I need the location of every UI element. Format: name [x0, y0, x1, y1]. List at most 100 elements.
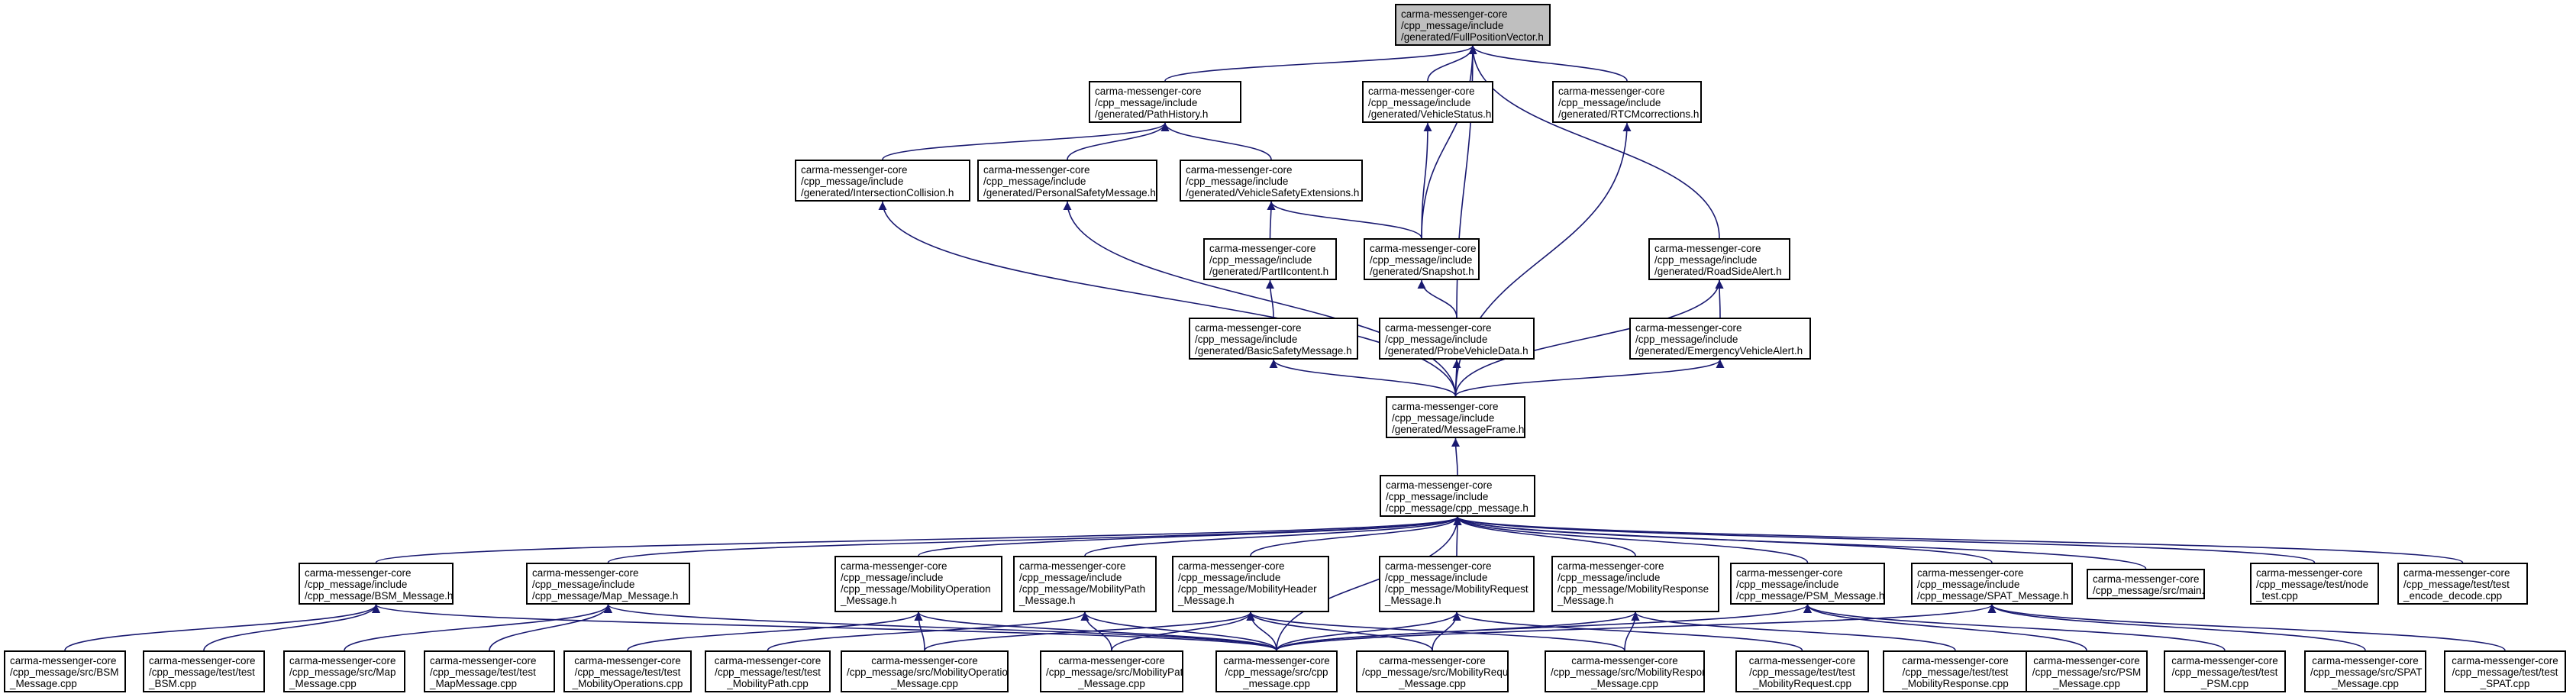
node-label-line: carma-messenger-core [1386, 479, 1493, 491]
node-label-line: _SPAT.cpp [2480, 678, 2530, 689]
node-cpph[interactable]: carma-messenger-core/cpp_message/include… [1380, 475, 1535, 517]
edge-pathhistory-to-fpv [1164, 45, 1477, 82]
edge-snapshot-to-fpv [1421, 45, 1477, 239]
node-label-line: _Message.cpp [1591, 678, 1658, 689]
node-testspat[interactable]: carma-messenger-core/cpp_message/test/te… [2444, 650, 2566, 692]
edge-snapshot-to-vse [1267, 201, 1422, 239]
node-psmcpp[interactable]: carma-messenger-core/cpp_message/src/PSM… [2026, 650, 2148, 692]
node-testpsm[interactable]: carma-messenger-core/cpp_message/test/te… [2164, 650, 2286, 692]
node-label-line: /cpp_message/MobilityResponse [1558, 583, 1709, 595]
node-label-line: /cpp_message/src/MobilityPath [1046, 666, 1183, 678]
node-spath[interactable]: carma-messenger-core/cpp_message/include… [1911, 563, 2073, 605]
node-mreqcpp[interactable]: carma-messenger-core/cpp_message/src/Mob… [1356, 650, 1509, 692]
node-label-line: _Message.cpp [10, 678, 77, 689]
node-mapcpp[interactable]: carma-messenger-core/cpp_message/src/Map… [283, 650, 405, 692]
node-snapshot[interactable]: carma-messenger-core/cpp_message/include… [1364, 238, 1480, 280]
edge-roadside-to-fpv [1468, 45, 1720, 239]
node-label-line: carma-messenger-core [1635, 322, 1742, 334]
node-label-line: /cpp_message/test/test [715, 666, 821, 678]
node-testmops[interactable]: carma-messenger-core/cpp_message/test/te… [563, 650, 692, 692]
node-maph[interactable]: carma-messenger-core/cpp_message/include… [526, 563, 690, 605]
node-mopsh[interactable]: carma-messenger-core/cpp_message/include… [834, 556, 1002, 612]
node-label-line: carma-messenger-core [1209, 243, 1316, 254]
node-label-line: carma-messenger-core [1385, 560, 1492, 572]
node-label-line: _Message.cpp [891, 678, 958, 689]
node-nodetest[interactable]: carma-messenger-core/cpp_message/test/no… [2250, 563, 2379, 605]
node-mpathh[interactable]: carma-messenger-core/cpp_message/include… [1013, 556, 1157, 612]
node-mreqh[interactable]: carma-messenger-core/cpp_message/include… [1379, 556, 1535, 612]
node-intersection[interactable]: carma-messenger-core/cpp_message/include… [795, 160, 970, 202]
edge-testpsm-to-psmh [1803, 604, 2226, 651]
node-roadside[interactable]: carma-messenger-core/cpp_message/include… [1648, 238, 1790, 280]
node-bsmh[interactable]: carma-messenger-core/cpp_message/include… [299, 563, 454, 605]
node-personalsafety[interactable]: carma-messenger-core/cpp_message/include… [977, 160, 1157, 202]
node-testbsm[interactable]: carma-messenger-core/cpp_message/test/te… [143, 650, 265, 692]
node-probe[interactable]: carma-messenger-core/cpp_message/include… [1379, 318, 1535, 360]
node-label-line: /cpp_message/include [1558, 572, 1661, 583]
node-testmreq[interactable]: carma-messenger-core/cpp_message/test/te… [1735, 650, 1869, 692]
node-mheadh[interactable]: carma-messenger-core/cpp_message/include… [1172, 556, 1329, 612]
node-label-line: carma-messenger-core [841, 560, 947, 572]
node-label-line: /cpp_message/test/test [574, 666, 681, 678]
node-emergency[interactable]: carma-messenger-core/cpp_message/include… [1629, 318, 1811, 360]
edge-snapshot-to-vehiclestatus [1421, 122, 1432, 239]
node-label-line: /cpp_message/src/MobilityResponse [1551, 666, 1705, 678]
edge-partii-to-vse [1267, 201, 1276, 239]
node-pathhistory[interactable]: carma-messenger-core/cpp_message/include… [1089, 81, 1241, 123]
node-vse[interactable]: carma-messenger-core/cpp_message/include… [1180, 160, 1363, 202]
node-label-line: carma-messenger-core [305, 567, 412, 579]
edge-psmh-to-cpph [1453, 516, 1809, 563]
node-label-line: /cpp_message/include [305, 579, 408, 590]
edge-msgframe-to-emergency [1454, 359, 1725, 397]
node-label-line: /cpp_message/src/PSM [2032, 666, 2142, 678]
edge-mpathcpp-to-mheadh [1111, 611, 1255, 651]
node-label-line: carma-messenger-core [2033, 655, 2140, 666]
node-testmpath[interactable]: carma-messenger-core/cpp_message/test/te… [705, 650, 831, 692]
node-label-line: /cpp_message/test/node [2256, 579, 2369, 590]
edge-msgframe-to-intersection [878, 201, 1457, 397]
edge-spatcpp-to-spath [1987, 604, 2366, 651]
node-msgframe[interactable]: carma-messenger-core/cpp_message/include… [1386, 396, 1525, 438]
node-label-line: carma-messenger-core [532, 567, 639, 579]
edge-mpathh-to-cpph [1084, 516, 1462, 557]
node-cppcpp[interactable]: carma-messenger-core/cpp_message/src/cpp… [1215, 650, 1338, 692]
node-label-line: /cpp_message/include [1392, 412, 1495, 424]
edge-bsmcpp-to-bsmh [64, 604, 380, 651]
node-label-line: _Message.h [1558, 595, 1614, 606]
node-fpv: carma-messenger-core/cpp_message/include… [1395, 4, 1551, 46]
node-testmresp[interactable]: carma-messenger-core/cpp_message/test/te… [1883, 650, 2028, 692]
node-label-line: _test.cpp [2256, 590, 2298, 602]
node-vehiclestatus[interactable]: carma-messenger-core/cpp_message/include… [1362, 81, 1493, 123]
node-label-line: carma-messenger-core [1223, 655, 1330, 666]
node-label-line: carma-messenger-core [801, 164, 908, 176]
node-label-line: carma-messenger-core [1058, 655, 1165, 666]
node-label-line: _BSM.cpp [149, 678, 197, 689]
node-mopscpp[interactable]: carma-messenger-core/cpp_message/src/Mob… [841, 650, 1009, 692]
node-testmap[interactable]: carma-messenger-core/cpp_message/test/te… [424, 650, 555, 692]
edge-cppcpp-to-cpph [1276, 516, 1462, 651]
node-label-line: carma-messenger-core [1019, 560, 1126, 572]
node-psmh[interactable]: carma-messenger-core/cpp_message/include… [1730, 563, 1885, 605]
node-encdec[interactable]: carma-messenger-core/cpp_message/test/te… [2397, 563, 2528, 605]
node-label-line: _Message.h [1178, 595, 1235, 606]
edge-mheadh-to-cpph [1250, 516, 1462, 557]
node-bsmcpp[interactable]: carma-messenger-core/cpp_message/src/BSM… [4, 650, 126, 692]
edge-cppcpp-to-spath [1276, 604, 1997, 651]
node-label-line: /cpp_message/include [1368, 97, 1471, 108]
node-spatcpp[interactable]: carma-messenger-core/cpp_message/src/SPA… [2304, 650, 2426, 692]
node-label-line: /cpp_message/test/test [2452, 666, 2558, 678]
node-bsmgen[interactable]: carma-messenger-core/cpp_message/include… [1189, 318, 1358, 360]
node-mpathcpp[interactable]: carma-messenger-core/cpp_message/src/Mob… [1040, 650, 1183, 692]
edge-vse-to-pathhistory [1160, 122, 1272, 160]
node-maincpp[interactable]: carma-messenger-core/cpp_message/src/mai… [2087, 569, 2205, 599]
node-label-line: /cpp_message/src/MobilityOperation [847, 666, 1009, 678]
node-rtcm[interactable]: carma-messenger-core/cpp_message/include… [1552, 81, 1702, 123]
node-mresph[interactable]: carma-messenger-core/cpp_message/include… [1551, 556, 1719, 612]
node-label-line: /generated/FullPositionVector.h [1401, 31, 1544, 43]
edge-personalsafety-to-pathhistory [1067, 122, 1170, 160]
edge-mopscpp-to-mheadh [924, 611, 1255, 651]
node-label-line: /cpp_message/MobilityPath [1019, 583, 1146, 595]
node-mrespcpp[interactable]: carma-messenger-core/cpp_message/src/Mob… [1545, 650, 1705, 692]
node-partii[interactable]: carma-messenger-core/cpp_message/include… [1203, 238, 1337, 280]
